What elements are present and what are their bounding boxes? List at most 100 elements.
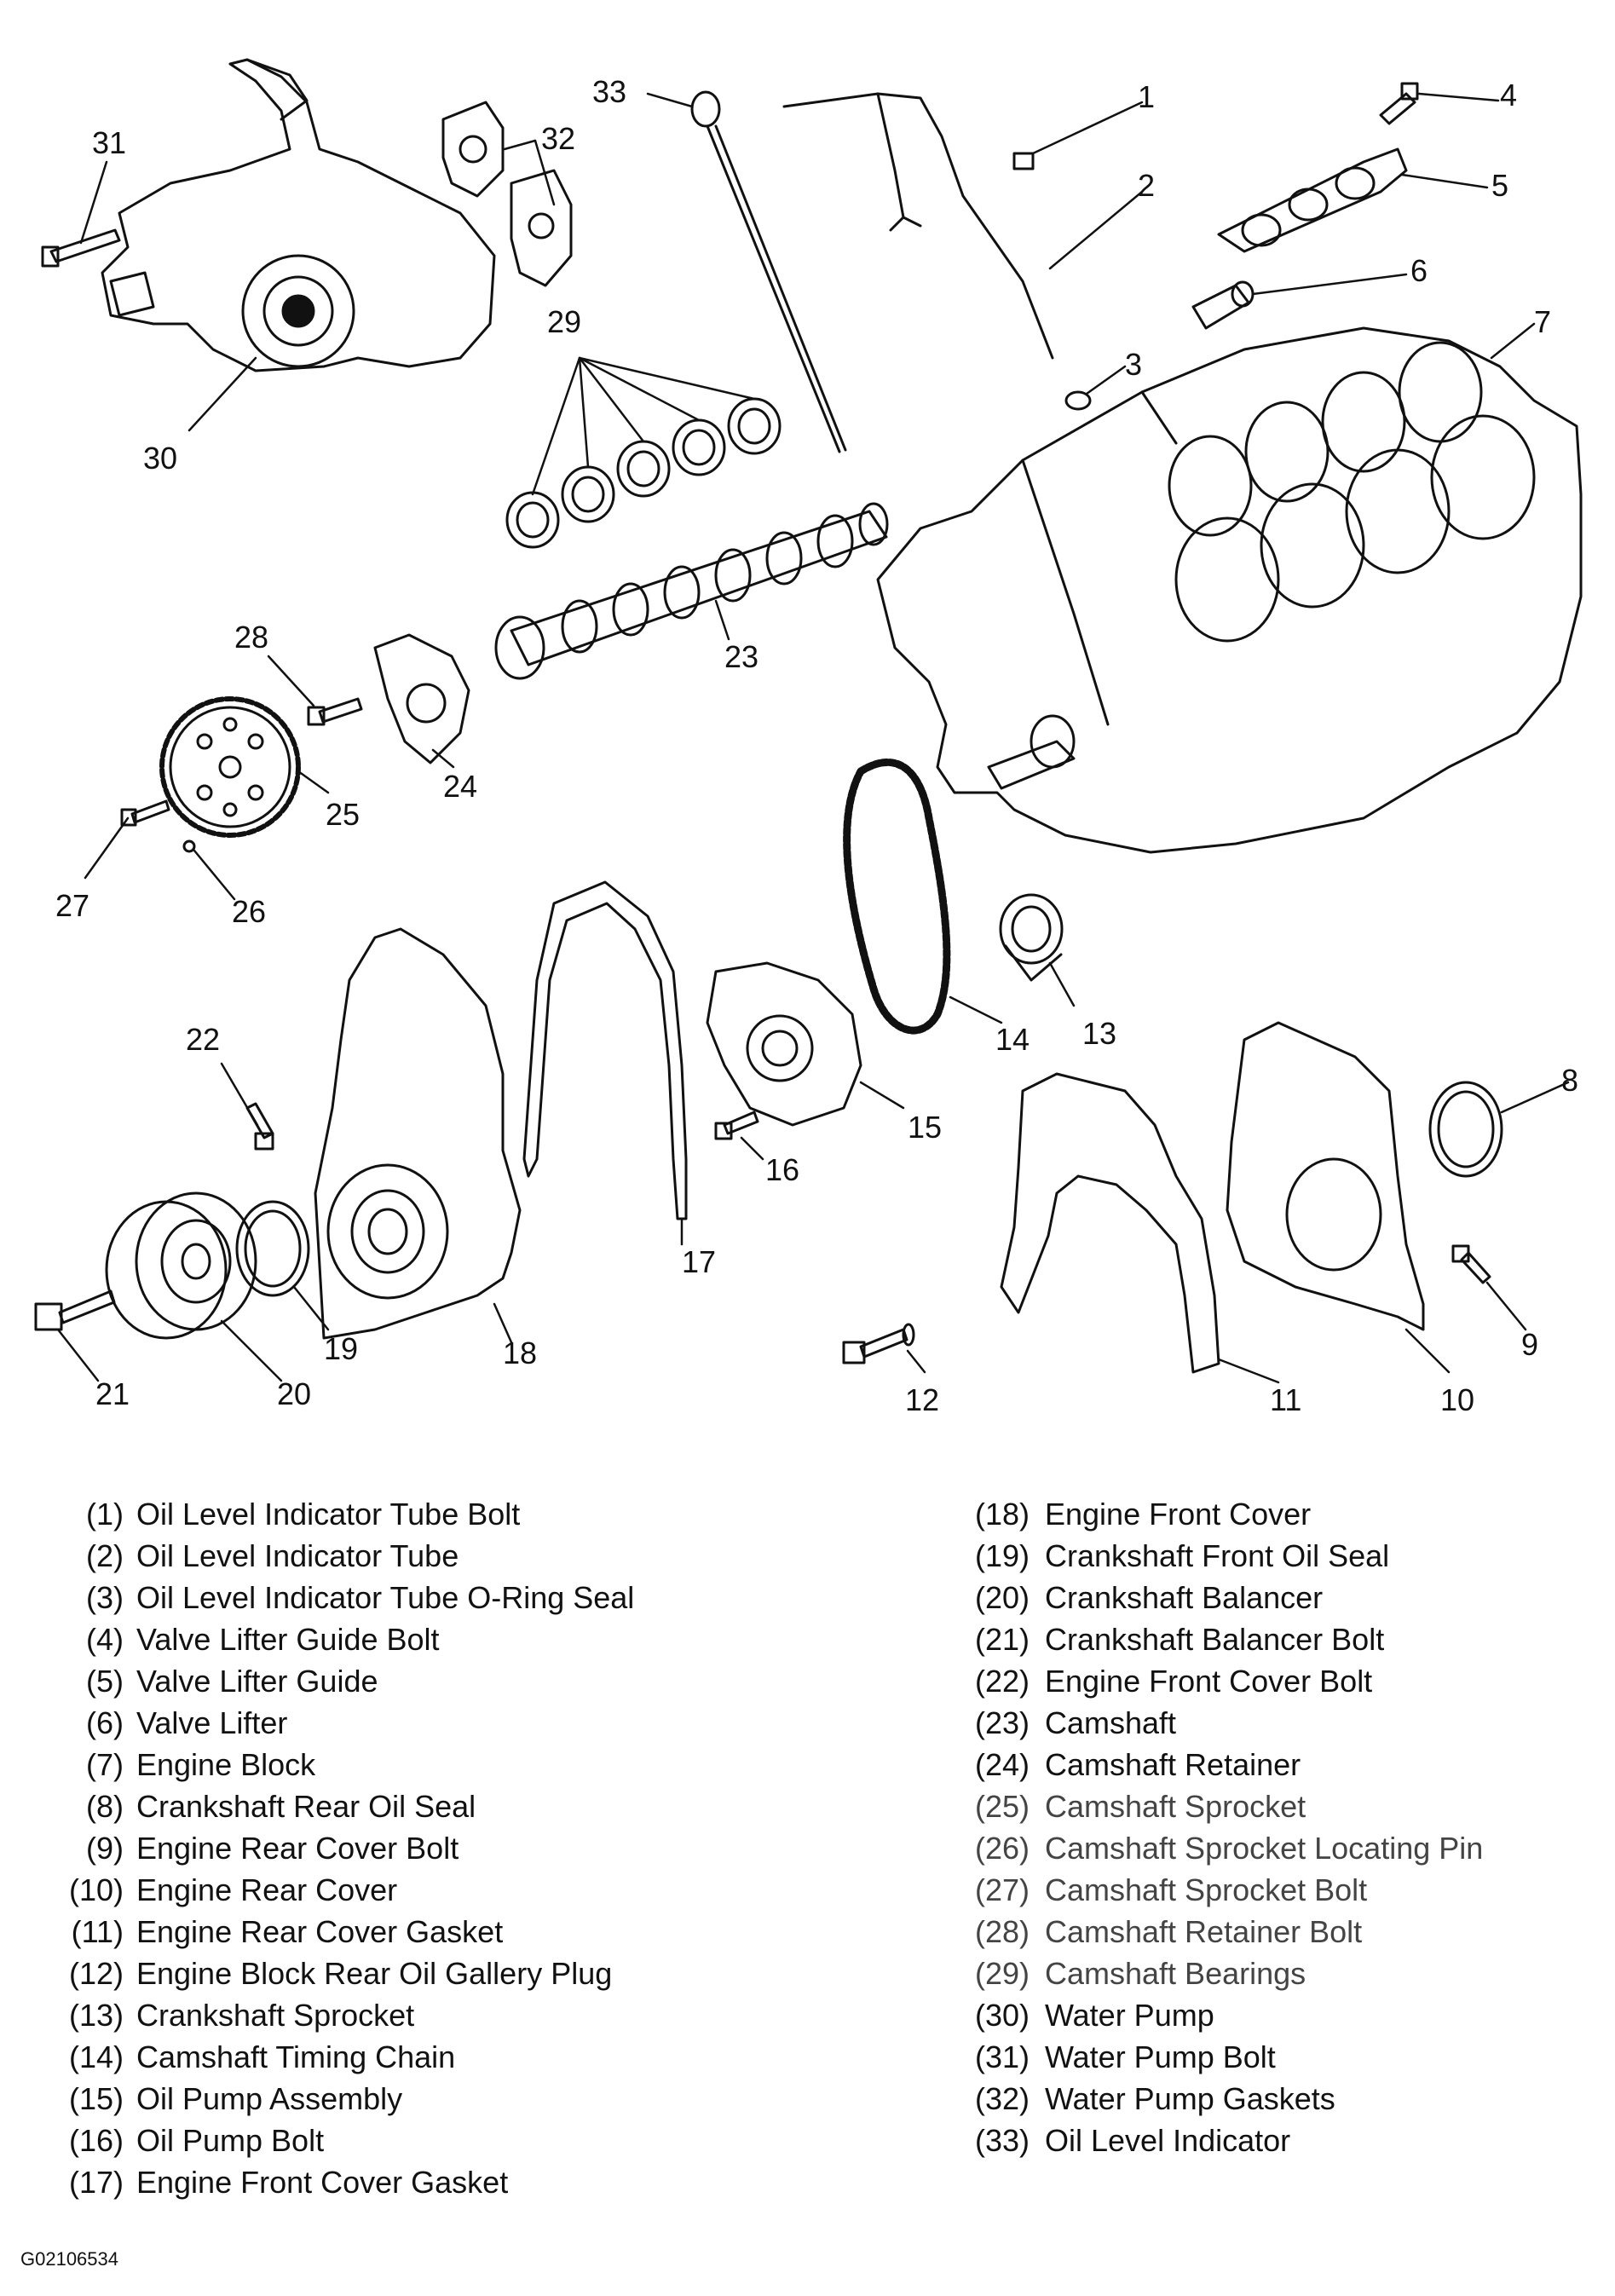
camshaft-timing-chain-part (843, 759, 951, 1035)
crankshaft-balancer-part (105, 1191, 257, 1340)
legend-item-number: (16) (68, 2123, 124, 2158)
valve-lifter-guide-bolt-part (1379, 82, 1419, 125)
legend-item-number: (21) (974, 1622, 1030, 1657)
legend-item-label: Water Pump (1045, 1998, 1214, 2033)
legend-item-number: (12) (68, 1956, 124, 1991)
legend-item-number: (27) (974, 1872, 1030, 1907)
legend-item-number: (6) (86, 1705, 124, 1740)
legend-item-number: (18) (974, 1497, 1030, 1532)
legend-item: (22) Engine Front Cover Bolt (953, 1660, 1601, 1702)
legend-item: (13)Crankshaft Sprocket (51, 1994, 818, 2036)
callout-24: 24 (443, 769, 477, 804)
callout-13: 13 (1082, 1016, 1116, 1051)
engine-front-cover-gasket-part (522, 880, 688, 1220)
valve-lifter-part (1191, 280, 1255, 330)
callout-20: 20 (277, 1376, 311, 1411)
legend-item-label: Crankshaft Balancer (1045, 1580, 1324, 1615)
legend-item: (28) Camshaft Retainer Bolt (953, 1911, 1601, 1953)
legend-item: (3)Oil Level Indicator Tube O-Ring Seal (51, 1577, 818, 1618)
legend-item-label: Camshaft Retainer Bolt (1045, 1914, 1363, 1949)
legend-item: (25)Camshaft Sprocket (953, 1785, 1601, 1827)
callout-9: 9 (1521, 1327, 1538, 1362)
legend-item-label: Engine Block Rear Oil Gallery Plug (136, 1956, 613, 1991)
figure-id: G02106534 (20, 2248, 118, 2270)
engine-rear-cover-part (1226, 1021, 1425, 1331)
callout-14: 14 (995, 1022, 1030, 1057)
engine-block-part (876, 326, 1583, 854)
legend-item: (30)Water Pump (953, 1994, 1601, 2036)
legend-item-label: Camshaft Sprocket Bolt (1045, 1872, 1368, 1907)
camshaft-retainer-part (373, 633, 470, 764)
legend-item: (26)Camshaft Sprocket Locating Pin (953, 1827, 1601, 1869)
legend-item: (7)Engine Block (51, 1744, 818, 1785)
legend-item-label: Valve Lifter Guide Bolt (136, 1622, 440, 1657)
legend-item: (2) Oil Level Indicator Tube (51, 1535, 818, 1577)
legend-item: (1)Oil Level Indicator Tube Bolt (51, 1493, 818, 1535)
legend-item-number: (22) (974, 1664, 1030, 1699)
legend-item-number: (31) (974, 2039, 1030, 2074)
legend-item-label: Valve Lifter Guide (136, 1664, 378, 1699)
legend-item: (4)Valve Lifter Guide Bolt (51, 1618, 818, 1660)
legend-item: (19)Crankshaft Front Oil Seal (953, 1535, 1601, 1577)
legend-item-number: (15) (68, 2081, 124, 2116)
legend-item-number: (14) (68, 2039, 124, 2074)
legend-item: (17)Engine Front Cover Gasket (51, 2161, 818, 2203)
camshaft-sprocket-part (159, 696, 301, 838)
legend-item: (18)Engine Front Cover (953, 1493, 1601, 1535)
legend-item-label: Crankshaft Rear Oil Seal (136, 1789, 476, 1824)
legend-item: (10)Engine Rear Cover (51, 1869, 818, 1911)
legend-item: (20) Crankshaft Balancer (953, 1577, 1601, 1618)
callout-22: 22 (186, 1022, 220, 1057)
legend-item-label: Water Pump Gaskets (1045, 2081, 1335, 2116)
exploded-engine-diagram: 1 2 3 4 5 6 7 8 9 10 11 12 13 14 15 16 1… (34, 58, 1583, 1417)
legend-item-label: Engine Block (136, 1747, 316, 1782)
callout-3: 3 (1125, 347, 1142, 382)
oil-level-indicator-part (690, 90, 847, 453)
callout-21: 21 (95, 1376, 130, 1411)
legend-item-label: Camshaft Sprocket (1045, 1789, 1306, 1824)
callout-25: 25 (326, 797, 360, 832)
legend-item: (14)Camshaft Timing Chain (51, 2036, 818, 2078)
legend-item: (27) Camshaft Sprocket Bolt (953, 1869, 1601, 1911)
legend-item-number: (33) (974, 2123, 1030, 2158)
legend-item-number: (20) (974, 1580, 1030, 1615)
camshaft-sprocket-locating-pin-part (182, 839, 196, 853)
legend-item-number: (11) (71, 1914, 124, 1949)
legend-item-label: Engine Front Cover Bolt (1045, 1664, 1373, 1699)
camshaft-part (494, 502, 889, 680)
legend-item-number: (2) (86, 1538, 124, 1573)
legend-item: (12) Engine Block Rear Oil Gallery Plug (51, 1953, 818, 1994)
legend-item: (15)Oil Pump Assembly (51, 2078, 818, 2120)
callout-8: 8 (1561, 1063, 1578, 1098)
legend-item-label: Oil Pump Bolt (136, 2123, 325, 2158)
legend-item: (8)Crankshaft Rear Oil Seal (51, 1785, 818, 1827)
legend-item: (21)Crankshaft Balancer Bolt (953, 1618, 1601, 1660)
valve-lifter-guide-part (1217, 147, 1408, 253)
callout-19: 19 (324, 1331, 358, 1366)
callout-11: 11 (1270, 1382, 1301, 1417)
engine-rear-cover-bolt-part (1451, 1244, 1491, 1284)
legend-item: (24)Camshaft Retainer (953, 1744, 1601, 1785)
legend-item-number: (28) (974, 1914, 1030, 1949)
callout-23: 23 (724, 639, 758, 674)
callout-5: 5 (1491, 168, 1508, 203)
water-pump-gaskets-part (441, 101, 573, 287)
legend-item-label: Valve Lifter (136, 1705, 288, 1740)
callout-7: 7 (1534, 304, 1551, 339)
legend-item-number: (9) (86, 1831, 124, 1866)
callout-18: 18 (503, 1335, 537, 1370)
legend-item: (32)Water Pump Gaskets (953, 2078, 1601, 2120)
legend-item: (9) Engine Rear Cover Bolt (51, 1827, 818, 1869)
engine-front-cover-bolt-part (245, 1102, 274, 1151)
crankshaft-front-oil-seal-part (235, 1200, 310, 1297)
legend-item-label: Crankshaft Front Oil Seal (1045, 1538, 1390, 1573)
legend-item-label: Oil Level Indicator Tube (136, 1538, 459, 1573)
callout-15: 15 (908, 1110, 942, 1145)
oil-pump-assembly-part (706, 961, 862, 1127)
legend-item-label: Engine Rear Cover Bolt (136, 1831, 459, 1866)
legend-item-number: (1) (86, 1497, 124, 1532)
legend-item-number: (17) (68, 2165, 124, 2200)
legend-item-label: Engine Rear Cover Gasket (136, 1914, 504, 1949)
legend-item-label: Engine Rear Cover (136, 1872, 398, 1907)
crankshaft-balancer-bolt-part (34, 1289, 116, 1331)
